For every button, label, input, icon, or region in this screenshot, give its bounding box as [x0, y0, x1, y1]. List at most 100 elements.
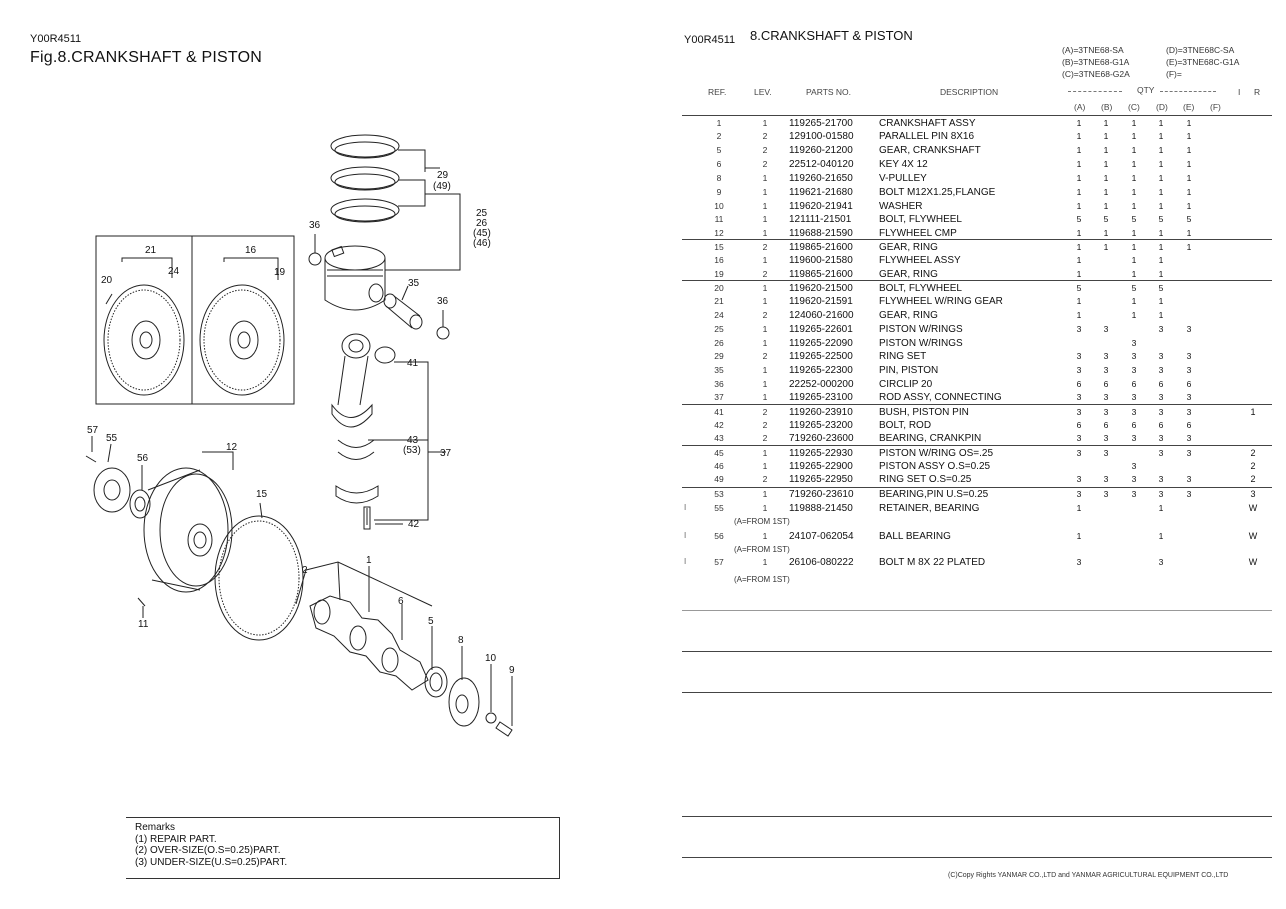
description-cell: BALL BEARING — [879, 531, 951, 542]
header-qty-d: (D) — [1156, 102, 1168, 112]
parts-no-cell: 119888-21450 — [789, 503, 853, 514]
qty-c-cell: 1 — [1131, 201, 1137, 211]
group-rule-1 — [682, 239, 1272, 240]
qty-b-cell: 1 — [1103, 187, 1109, 197]
blank-rule-4 — [682, 816, 1272, 817]
callout-49: (49) — [433, 181, 451, 192]
header-qty: QTY — [1137, 85, 1155, 95]
qty-b-cell: 3 — [1103, 365, 1109, 375]
qty-c-cell: 5 — [1131, 214, 1137, 224]
note-row-56: (A=FROM 1ST) — [734, 545, 790, 554]
parts-no-cell: 121111-21501 — [789, 214, 852, 225]
qty-d-cell: 1 — [1158, 118, 1164, 128]
qty-a-cell: 1 — [1076, 310, 1082, 320]
qty-d-cell: 1 — [1158, 145, 1164, 155]
callout-11: 11 — [138, 619, 149, 630]
figure-title: Fig.8.CRANKSHAFT & PISTON — [30, 49, 263, 66]
qty-c-cell: 6 — [1131, 379, 1137, 389]
parts-no-cell: 129100-01580 — [789, 131, 854, 142]
qty-b-cell: 3 — [1103, 392, 1109, 402]
callout-56: 56 — [137, 453, 149, 464]
description-cell: V-PULLEY — [879, 173, 927, 184]
qty-b-cell: 1 — [1103, 118, 1109, 128]
remarks-heading: Remarks — [135, 822, 176, 833]
qty-a-cell: 6 — [1076, 379, 1082, 389]
description-cell: GEAR, RING — [879, 242, 938, 253]
qty-e-cell: 3 — [1186, 489, 1192, 499]
qty-b-cell: 1 — [1103, 173, 1109, 183]
qty-a-cell: 1 — [1076, 173, 1082, 183]
qty-c-cell: 1 — [1131, 242, 1137, 252]
lev-cell: 1 — [762, 324, 768, 334]
qty-d-cell: 3 — [1158, 392, 1164, 402]
parts-no-cell: 119620-21591 — [789, 296, 853, 307]
ring-gear-drawing — [214, 515, 304, 641]
qty-e-cell: 3 — [1186, 433, 1192, 443]
qty-e-cell: 1 — [1186, 228, 1192, 238]
callout-42: 42 — [408, 519, 420, 530]
qty-e-cell: 6 — [1186, 420, 1192, 430]
qty-e-cell: 3 — [1186, 365, 1192, 375]
qty-a-cell: 3 — [1076, 448, 1082, 458]
header-qty-e: (E) — [1183, 102, 1195, 112]
ir-cell: W — [1248, 531, 1258, 541]
crank-gear-drawing — [424, 666, 448, 698]
ref-cell: 45 — [714, 448, 724, 458]
qty-a-cell: 3 — [1076, 474, 1082, 484]
qty-b-cell: 3 — [1103, 474, 1109, 484]
description-cell: BUSH, PISTON PIN — [879, 407, 969, 418]
qty-a-cell: 1 — [1076, 296, 1082, 306]
qty-a-cell: 1 — [1076, 531, 1082, 541]
callout-41: 41 — [407, 358, 419, 369]
lev-cell: 2 — [762, 242, 768, 252]
qty-d-cell: 1 — [1158, 310, 1164, 320]
parts-no-cell: 119600-21580 — [789, 255, 853, 266]
qty-c-cell: 6 — [1131, 420, 1137, 430]
qty-a-cell: 3 — [1076, 489, 1082, 499]
qty-b-cell: 1 — [1103, 159, 1109, 169]
callout-43: 43 — [407, 435, 419, 446]
qty-d-cell: 3 — [1158, 448, 1164, 458]
qty-rule-right — [1160, 91, 1216, 92]
description-cell: ROD ASSY, CONNECTING — [879, 392, 1002, 403]
group-rule-3 — [682, 404, 1272, 405]
parts-no-cell: 119260-21650 — [789, 173, 853, 184]
group-rule-5 — [682, 487, 1272, 488]
group-rule-4 — [682, 445, 1272, 446]
copyright: (C)Copy Rights YANMAR CO.,LTD and YANMAR… — [948, 872, 1229, 879]
qty-a-cell: 3 — [1076, 557, 1082, 567]
qty-a-cell: 1 — [1076, 118, 1082, 128]
ref-cell: 49 — [714, 474, 724, 484]
lev-cell: 1 — [762, 392, 768, 402]
ir-cell: 1 — [1250, 407, 1256, 417]
parts-no-cell: 119265-22930 — [789, 448, 853, 459]
qty-c-cell: 3 — [1131, 407, 1137, 417]
qty-a-cell: 1 — [1076, 242, 1082, 252]
description-cell: RING SET — [879, 351, 927, 362]
lev-cell: 1 — [762, 255, 768, 265]
description-cell: PARALLEL PIN 8X16 — [879, 131, 975, 142]
parts-no-cell: 119260-21200 — [789, 145, 853, 156]
ir-cell: 3 — [1250, 489, 1256, 499]
flywheel-w-ring-gear-drawing — [103, 284, 185, 396]
callout-29: 29 — [437, 170, 449, 181]
remark-line-2: (2) OVER-SIZE(O.S=0.25)PART. — [135, 845, 281, 856]
lev-cell: 1 — [762, 461, 768, 471]
callout-25: 25 — [476, 208, 488, 219]
lev-cell: 1 — [762, 173, 768, 183]
qty-c-cell: 1 — [1131, 255, 1137, 265]
qty-d-cell: 3 — [1158, 557, 1164, 567]
ir-cell: W — [1248, 503, 1258, 513]
model-a: (A)=3TNE68-SA — [1062, 45, 1124, 55]
lev-cell: 1 — [762, 489, 768, 499]
qty-b-cell: 6 — [1103, 420, 1109, 430]
